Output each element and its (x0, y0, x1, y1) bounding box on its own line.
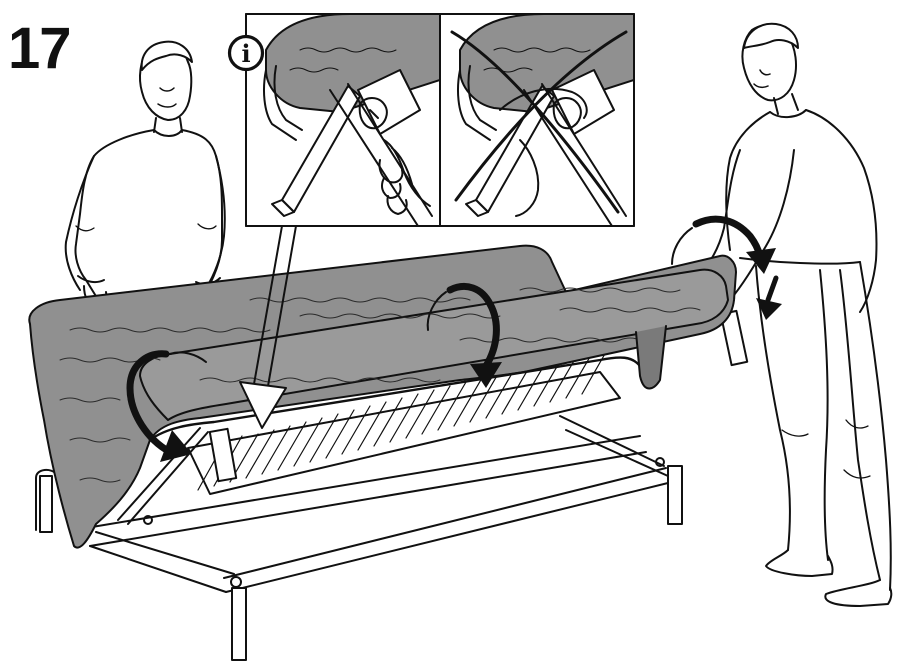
straight-arrow-icon (239, 225, 297, 429)
zoom-panel-correct-icon (245, 13, 441, 227)
mattress (28, 244, 737, 549)
zoom-panel-incorrect (439, 13, 635, 227)
down-arrow-icon (756, 275, 782, 320)
cross-out-icon (450, 30, 628, 214)
left-person (64, 40, 226, 312)
info-letter: i (241, 39, 250, 68)
curved-arrow-icon (126, 215, 776, 462)
step-number: 17 (8, 16, 72, 81)
sofa-frame (35, 309, 749, 661)
info-circle-icon: i (227, 34, 265, 72)
